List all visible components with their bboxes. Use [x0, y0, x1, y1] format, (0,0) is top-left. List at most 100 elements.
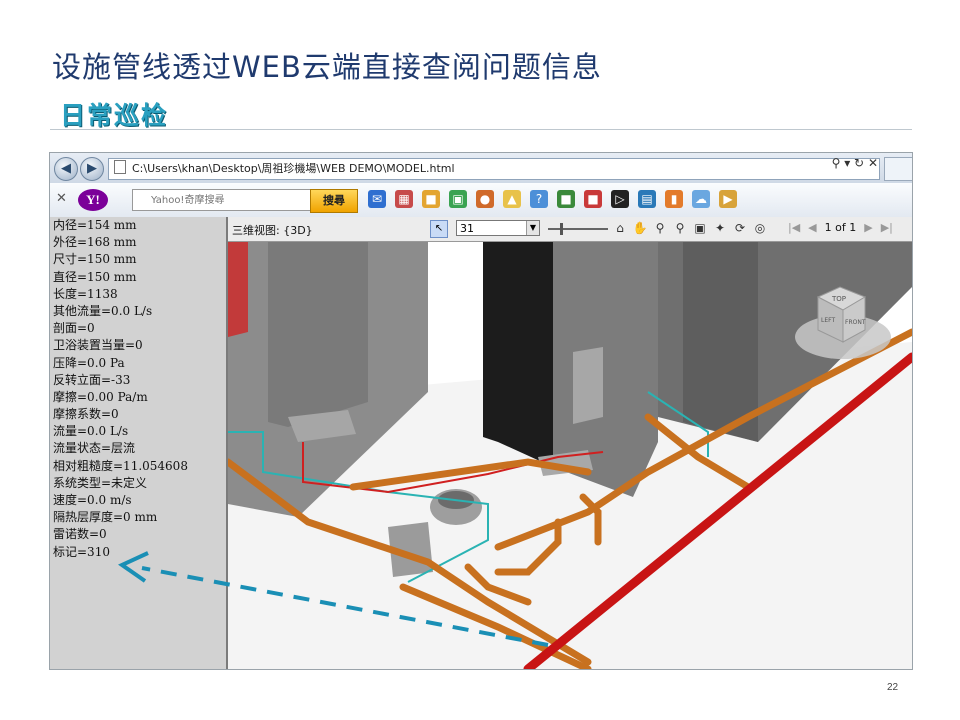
chevron-down-icon[interactable]: ▼: [526, 221, 539, 235]
scale-value: 31: [460, 222, 474, 235]
search-button[interactable]: 搜尋: [310, 189, 358, 213]
wall-panel: [268, 242, 368, 427]
property-line: 摩擦系数=0: [53, 407, 119, 422]
viewcube-front-label: FRONT: [845, 319, 866, 326]
3d-model-view[interactable]: TOP LEFT FRONT: [228, 242, 912, 669]
next-page-icon[interactable]: ▶: [864, 221, 873, 234]
drain-pipe-right: [644, 413, 752, 491]
folder-icon[interactable]: ■: [422, 190, 440, 208]
sink-left: [288, 410, 356, 442]
auto-icon[interactable]: ■: [584, 190, 602, 208]
viewcube-top-label: TOP: [831, 295, 846, 303]
movie-icon[interactable]: ▷: [611, 190, 629, 208]
games-icon[interactable]: ■: [557, 190, 575, 208]
scale-select[interactable]: 31 ▼: [456, 220, 540, 236]
property-line: 尺寸=150 mm: [53, 252, 137, 267]
walk-icon[interactable]: ✦: [714, 221, 726, 235]
browser-toolbar: ✕ Y! 搜尋 ✉ ▦ ■ ▣ ● ▲ ? ■ ■ ▷ ▤ ▮ ☁ ▶: [50, 183, 912, 218]
page-navigation: |◀ ◀ 1 of 1 ▶ ▶|: [788, 221, 893, 234]
property-line: 摩擦=0.00 Pa/m: [53, 389, 148, 404]
model-viewer[interactable]: 三维视图: {3D} ↖ 31 ▼ ⌂ ✋ ⚲ ⚲ ▣ ✦ ⟳ ◎ |◀ ◀ 1…: [228, 217, 912, 669]
news-icon[interactable]: ▤: [638, 190, 656, 208]
look-icon[interactable]: ◎: [754, 221, 766, 235]
search-input[interactable]: [132, 189, 322, 211]
stop-icon[interactable]: ✕: [867, 156, 878, 170]
property-line: 长度=1138: [53, 286, 118, 301]
browser-screenshot: ◀ ▶ C:\Users\khan\Desktop\周祖珍機場\WEB DEMO…: [49, 152, 913, 670]
drain-pipe-upper: [349, 458, 592, 491]
title-divider: [50, 129, 912, 130]
fit-icon[interactable]: ▣: [694, 221, 706, 235]
hot-water-pipe: [302, 442, 604, 494]
property-line: 系统类型=未定义: [53, 475, 148, 490]
wall-center: [553, 242, 658, 497]
property-line: 流量状态=层流: [53, 441, 136, 456]
search-icon[interactable]: ⚲: [831, 156, 841, 170]
property-line: 隔热层厚度=0 mm: [53, 510, 158, 525]
bookmark-icon[interactable]: ▮: [665, 190, 683, 208]
property-line: 其他流量=0.0 L/s: [53, 303, 153, 318]
toolbar-icons: ✉ ▦ ■ ▣ ● ▲ ? ■ ■ ▷ ▤ ▮ ☁ ▶: [368, 190, 737, 208]
drain-riser: [579, 493, 602, 546]
view-label: 三维视图: {3D}: [232, 224, 313, 237]
navigation-tools: ⌂ ✋ ⚲ ⚲ ▣ ✦ ⟳ ◎: [612, 221, 768, 235]
slide-title: 设施管线透过WEB云端直接查阅问题信息: [52, 50, 602, 84]
address-tools: ⚲ ▾ ↻ ✕: [832, 156, 878, 170]
property-line: 雷诺数=0: [53, 527, 107, 542]
zoom-slider-thumb[interactable]: [560, 223, 563, 235]
home-icon[interactable]: ⌂: [616, 221, 624, 235]
zoom-slider[interactable]: [548, 223, 608, 235]
viewer-toolbar: 三维视图: {3D} ↖ 31 ▼ ⌂ ✋ ⚲ ⚲ ▣ ✦ ⟳ ◎ |◀ ◀ 1…: [228, 217, 912, 242]
last-page-icon[interactable]: ▶|: [880, 221, 893, 234]
property-line: 流量=0.0 L/s: [53, 424, 129, 439]
page-indicator: 1 of 1: [824, 221, 857, 234]
page-number: 22: [887, 682, 899, 693]
dropdown-icon[interactable]: ▾: [844, 156, 851, 170]
yahoo-logo[interactable]: Y!: [78, 189, 108, 211]
property-line: 内径=154 mm: [53, 218, 137, 232]
property-line: 速度=0.0 m/s: [53, 493, 132, 507]
property-line: 外径=168 mm: [53, 235, 137, 250]
mirror: [573, 347, 603, 424]
red-panel: [228, 242, 248, 337]
fire-pipe: [523, 352, 912, 669]
slide-subtitle: 日常巡检: [60, 101, 169, 130]
property-line: 相对粗糙度=11.054608: [53, 458, 188, 473]
browser-tab[interactable]: [884, 157, 912, 181]
answers-icon[interactable]: ●: [476, 190, 494, 208]
property-line: 反转立面=-33: [53, 372, 131, 387]
address-text: C:\Users\khan\Desktop\周祖珍機場\WEB DEMO\MOD…: [132, 162, 455, 175]
viewcube-front[interactable]: [842, 296, 866, 343]
zoom-icon[interactable]: ⚲: [655, 221, 665, 235]
property-line: 卫浴装置当量=0: [53, 338, 143, 353]
viewcube-left-label: LEFT: [821, 317, 835, 324]
orbit-icon[interactable]: ⟳: [734, 221, 746, 235]
wall-pillar: [683, 242, 758, 442]
pan-icon[interactable]: ✋: [632, 221, 648, 235]
property-line: 压降=0.0 Pa: [53, 355, 125, 370]
property-line: 直径=150 mm: [53, 269, 137, 284]
back-button[interactable]: ◀: [54, 157, 78, 181]
doorway: [483, 242, 553, 467]
mail-icon[interactable]: ✉: [368, 190, 386, 208]
forward-button[interactable]: ▶: [80, 157, 104, 181]
address-bar-row: ◀ ▶ C:\Users\khan\Desktop\周祖珍機場\WEB DEMO…: [50, 153, 912, 183]
cold-water-pipe-right: [647, 391, 709, 457]
more-icon[interactable]: ▶: [719, 190, 737, 208]
property-line: 剖面=0: [53, 321, 95, 336]
knowledge-icon[interactable]: ?: [530, 190, 548, 208]
refresh-icon[interactable]: ↻: [854, 156, 865, 170]
photo-icon[interactable]: ▣: [449, 190, 467, 208]
property-line: 标记=310: [53, 544, 110, 559]
zoom-window-icon[interactable]: ⚲: [675, 221, 685, 235]
weather-icon[interactable]: ☁: [692, 190, 710, 208]
properties-panel: 内径=154 mm 外径=168 mm 尺寸=150 mm 直径=150 mm 长度=1…: [50, 217, 228, 669]
close-toolbar-icon[interactable]: ✕: [56, 191, 67, 206]
shopping-icon[interactable]: ▲: [503, 190, 521, 208]
calendar-icon[interactable]: ▦: [395, 190, 413, 208]
prev-page-icon[interactable]: ◀: [808, 221, 817, 234]
select-tool-icon[interactable]: ↖: [430, 220, 448, 238]
first-page-icon[interactable]: |◀: [788, 221, 801, 234]
address-bar[interactable]: C:\Users\khan\Desktop\周祖珍機場\WEB DEMO\MOD…: [108, 158, 880, 180]
page-icon: [114, 160, 126, 174]
